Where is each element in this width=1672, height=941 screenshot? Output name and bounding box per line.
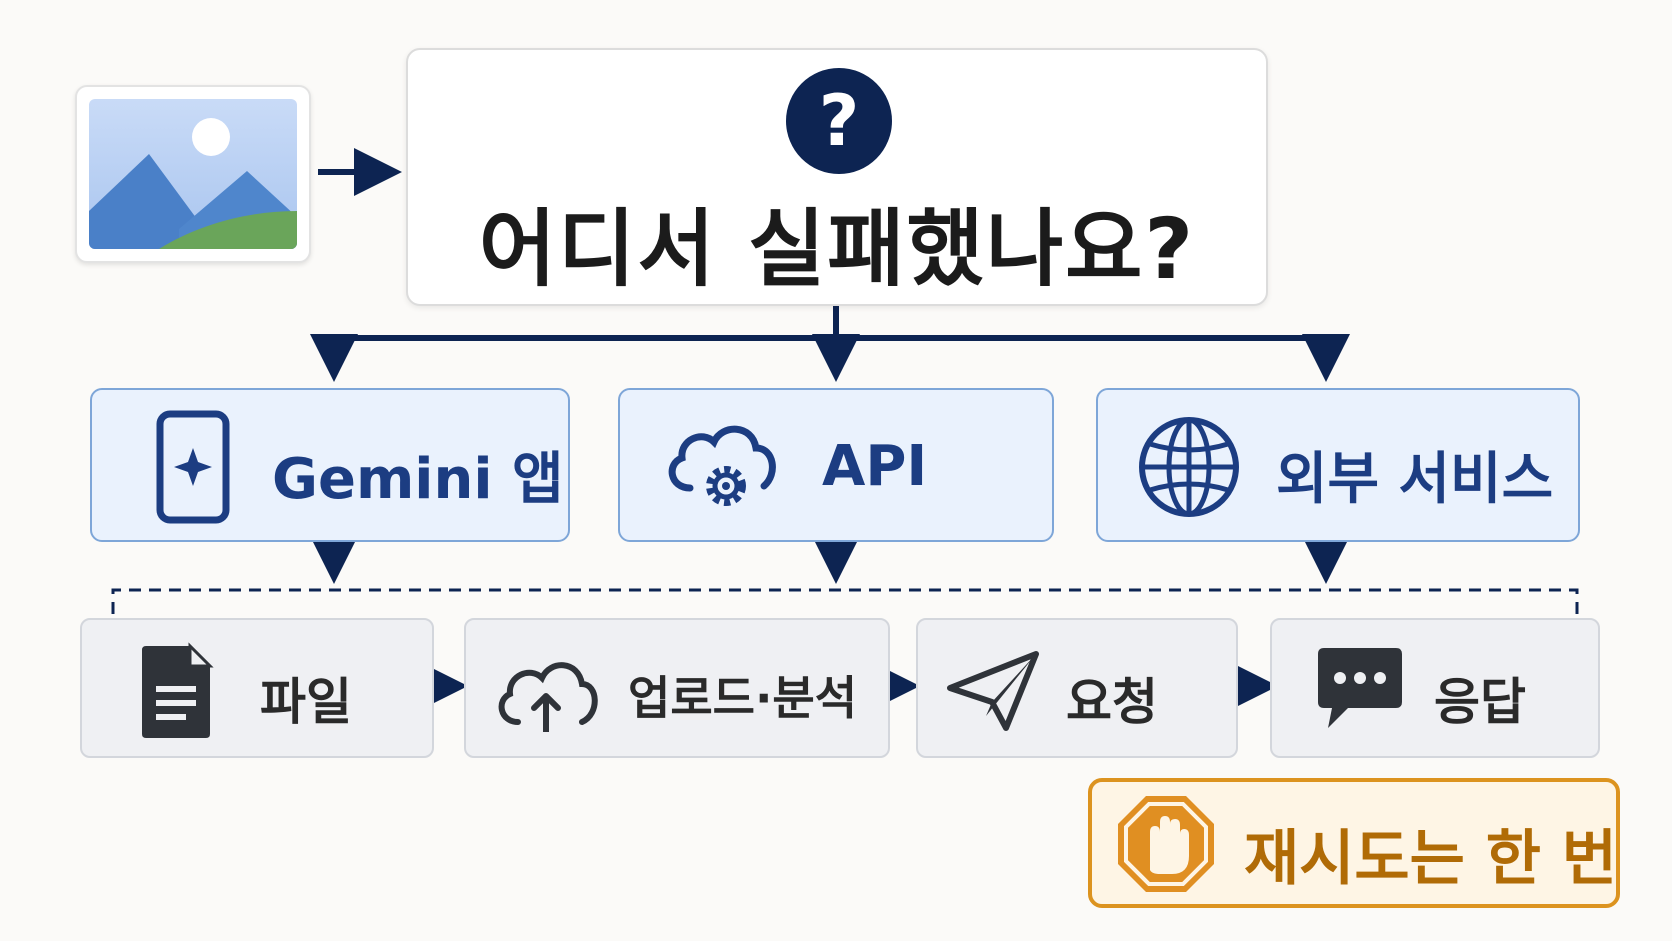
- image-thumbnail: [75, 85, 311, 263]
- cloud-upload-icon: [498, 662, 598, 732]
- service-gemini-app: Gemini 앱: [90, 388, 570, 542]
- stop-hand-icon: [1118, 796, 1214, 892]
- step-response: 응답: [1270, 618, 1600, 758]
- paper-plane-icon: [947, 651, 1039, 731]
- question-title: 어디서 실패했나요?: [478, 200, 1196, 298]
- step-label-response: 응답: [1434, 673, 1526, 731]
- globe-icon: [1139, 417, 1239, 517]
- step-file: 파일: [80, 618, 434, 758]
- service-label-gemini: Gemini 앱: [272, 447, 564, 512]
- question-mark-icon: ?: [786, 68, 892, 174]
- dashed-group-bracket: [111, 588, 1579, 614]
- document-icon: [142, 642, 214, 738]
- step-label-upload-analyze: 업로드·분석: [628, 671, 858, 725]
- step-label-file: 파일: [260, 673, 352, 731]
- image-thumbnail-icon: [89, 99, 297, 249]
- step-request: 요청: [916, 618, 1238, 758]
- step-upload-analyze: 업로드·분석: [464, 618, 890, 758]
- question-card: ? 어디서 실패했나요?: [406, 48, 1268, 306]
- service-label-external: 외부 서비스: [1276, 447, 1554, 512]
- service-api: API: [618, 388, 1054, 542]
- phone-sparkle-icon: [156, 410, 230, 524]
- cloud-gear-icon: [668, 425, 776, 506]
- chat-bubble-icon: [1318, 648, 1402, 728]
- retry-note: 재시도는 한 번: [1088, 778, 1620, 908]
- step-label-request: 요청: [1066, 673, 1158, 731]
- retry-label: 재시도는 한 번: [1244, 824, 1617, 894]
- service-external: 외부 서비스: [1096, 388, 1580, 542]
- service-label-api: API: [822, 434, 928, 499]
